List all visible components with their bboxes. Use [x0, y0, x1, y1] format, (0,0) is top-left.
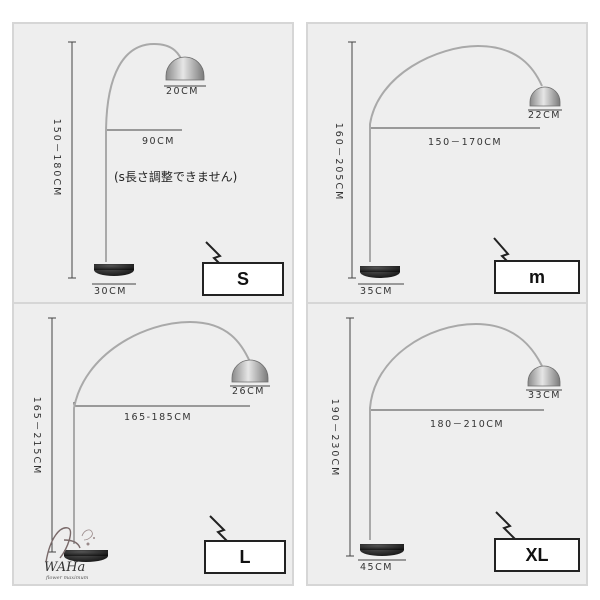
shade-label: 20CM: [166, 86, 199, 97]
lamp-shade: [529, 86, 561, 107]
panel-size-l: 165－215CM 165-185CM 26CM L: [12, 302, 294, 586]
base-label: 35CM: [360, 286, 393, 297]
size-badge: S: [202, 262, 284, 296]
speech-tail: [209, 515, 231, 545]
size-badge: L: [204, 540, 286, 574]
reach-dimension-line: [105, 126, 182, 134]
lamp-shade: [165, 56, 205, 81]
watermark-brand: WAHa: [44, 560, 86, 575]
lamp-diagram-l: [48, 317, 270, 562]
shade-label: 22CM: [528, 110, 561, 121]
size-badge: XL: [494, 538, 580, 572]
reach-label: 150－170CM: [428, 137, 503, 148]
lamp-shade: [527, 365, 561, 387]
height-label: 150－180CM: [51, 118, 62, 198]
height-label: 190－230CM: [329, 398, 340, 478]
height-label: 165－215CM: [31, 396, 42, 476]
lamp-shade: [231, 359, 269, 383]
lamp-arc: [369, 322, 543, 540]
panel-size-m: 160－205CM 150－170CM 22CM 35CM m: [306, 22, 588, 306]
lamp-arc: [73, 320, 251, 544]
reach-label: 165-185CM: [124, 412, 193, 423]
adjust-note: (s長さ調整できません): [114, 170, 238, 184]
speech-tail: [495, 511, 517, 541]
height-label: 160－205CM: [333, 122, 344, 202]
watermark-tagline: flower maximum: [46, 575, 89, 581]
height-dimension-line: [48, 317, 56, 553]
lamp-arc: [105, 42, 185, 262]
height-dimension-line: [346, 317, 354, 557]
lamp-diagram-xl: [346, 317, 562, 561]
lamp-arc: [369, 44, 543, 262]
reach-dimension-line: [73, 402, 250, 410]
reach-dimension-line: [369, 124, 540, 132]
shade-label: 26CM: [232, 386, 265, 397]
reach-label: 90CM: [142, 136, 175, 147]
size-badge: m: [494, 260, 580, 294]
height-dimension-line: [68, 41, 76, 279]
height-dimension-line: [348, 41, 356, 279]
lamp-diagram-m: [348, 41, 562, 285]
reach-dimension-line: [369, 406, 544, 414]
panel-size-s: 150－180CM 90CM 20CM 30CM (s長さ調整できません) S: [12, 22, 294, 306]
base-label: 45CM: [360, 562, 393, 573]
reach-label: 180－210CM: [430, 419, 505, 430]
panel-size-xl: 190－230CM 180－210CM 33CM 45CM XL: [306, 302, 588, 586]
watermark-logo-icon: [45, 527, 95, 563]
base-label: 30CM: [94, 286, 127, 297]
shade-label: 33CM: [528, 390, 561, 401]
